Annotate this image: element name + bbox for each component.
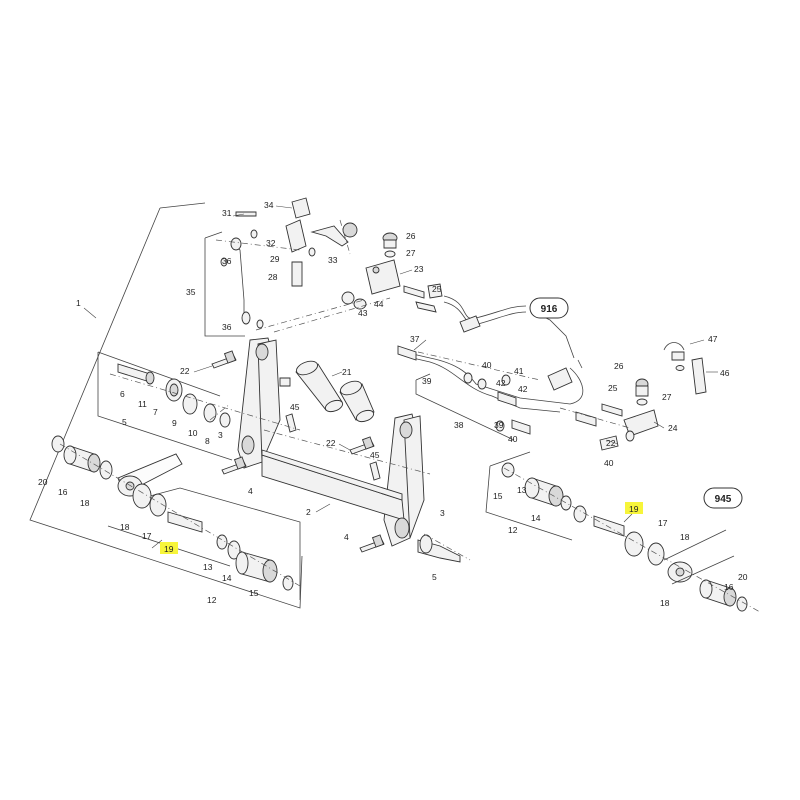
callout-39-left: 39 [422,376,432,386]
callout-15-left: 15 [249,588,259,598]
highlight-19-left [160,542,178,554]
callout-40-c: 40 [604,458,614,468]
valve-24 [599,342,707,451]
hydraulic-hoses [397,295,597,435]
main-frame [237,337,425,547]
callout-40-a: 40 [482,360,492,370]
callout-42-b: 42 [518,384,528,394]
callout-labels: 1 2 3 3 4 4 5 5 6 7 8 9 10 11 12 12 13 1… [38,200,748,608]
callout-26-right: 26 [614,361,624,371]
callout-47: 47 [708,334,718,344]
callout-7: 7 [153,407,158,417]
right-shaft-parts [417,534,461,563]
reference-916-label: 916 [541,304,558,315]
callout-31: 31 [222,208,232,218]
left-lower-parts [51,435,294,591]
callout-22-a: 22 [180,366,190,376]
callout-12-left: 12 [207,595,217,605]
bolts [211,350,385,553]
callout-34: 34 [264,200,274,210]
callout-25-right: 25 [608,383,618,393]
callout-39-right: 39 [494,420,504,430]
callout-5-left: 5 [122,417,127,427]
callout-5-right: 5 [432,572,437,582]
pin-21 [295,360,375,423]
callout-17-left: 17 [142,531,152,541]
callout-26-top: 26 [406,231,416,241]
callout-44: 44 [374,299,384,309]
callout-21: 21 [342,367,352,377]
callout-46: 46 [720,368,730,378]
callout-25-top: 25 [432,284,442,294]
callout-41: 41 [514,366,524,376]
callout-17-right: 17 [658,518,668,528]
callout-20-right: 20 [738,572,748,582]
callout-16-left: 16 [58,487,68,497]
callout-38: 38 [454,420,464,430]
callout-27-right: 27 [662,392,672,402]
callout-2: 2 [306,507,311,517]
callout-18-b: 18 [120,522,130,532]
callout-6: 6 [120,389,125,399]
callout-29: 29 [270,254,280,264]
right-lower-parts [501,462,748,612]
valve-block [341,232,443,313]
callout-18-a: 18 [80,498,90,508]
highlight-19-right [625,502,643,514]
callout-14-left: 14 [222,573,232,583]
assembly-38-outline [415,373,515,441]
assembly-12-right-outline [485,451,573,541]
callout-33: 33 [328,255,338,265]
callout-3-right: 3 [440,508,445,518]
callout-32: 32 [266,238,276,248]
reference-box-945[interactable]: 945 [703,487,743,509]
assembly-1-outline [29,202,303,609]
callout-16-right: 16 [724,582,734,592]
callout-18-d: 18 [660,598,670,608]
callout-45-right: 45 [370,450,380,460]
callout-20-left: 20 [38,477,48,487]
callout-18-c: 18 [680,532,690,542]
left-upper-parts [117,363,231,428]
callout-37: 37 [410,334,420,344]
callout-27-top: 27 [406,248,416,258]
callout-22-c: 22 [606,438,616,448]
callout-24: 24 [668,423,678,433]
callout-12-right: 12 [508,525,518,535]
center-lines [59,219,761,613]
callout-43: 43 [358,308,368,318]
callout-15-right: 15 [493,491,503,501]
assembly-5-outline [97,351,233,461]
callout-19-right: 19 [629,504,639,514]
callout-14-right: 14 [531,513,541,523]
callout-1: 1 [76,298,81,308]
callout-19-left: 19 [164,544,174,554]
leader-lines [83,205,718,549]
assembly-35-outline [204,231,245,337]
callout-23: 23 [414,264,424,274]
callout-4-right: 4 [344,532,349,542]
callout-13-right: 13 [517,485,527,495]
callout-9: 9 [172,418,177,428]
callout-35: 35 [186,287,196,297]
callout-13-left: 13 [203,562,213,572]
callout-28: 28 [268,272,278,282]
callout-40-b: 40 [508,434,518,444]
callout-42-a: 42 [496,378,506,388]
callout-11: 11 [138,399,147,409]
callout-3-left: 3 [218,430,223,440]
callout-4-left: 4 [248,486,253,496]
reference-945-label: 945 [715,494,732,505]
callout-10: 10 [188,428,198,438]
hydraulic-upper-left [220,197,358,329]
callout-36-top: 36 [222,256,232,266]
callout-45-left: 45 [290,402,300,412]
reference-box-916[interactable]: 916 [529,297,569,319]
callout-22-b: 22 [326,438,336,448]
callout-8: 8 [205,436,210,446]
callout-36-bottom: 36 [222,322,232,332]
